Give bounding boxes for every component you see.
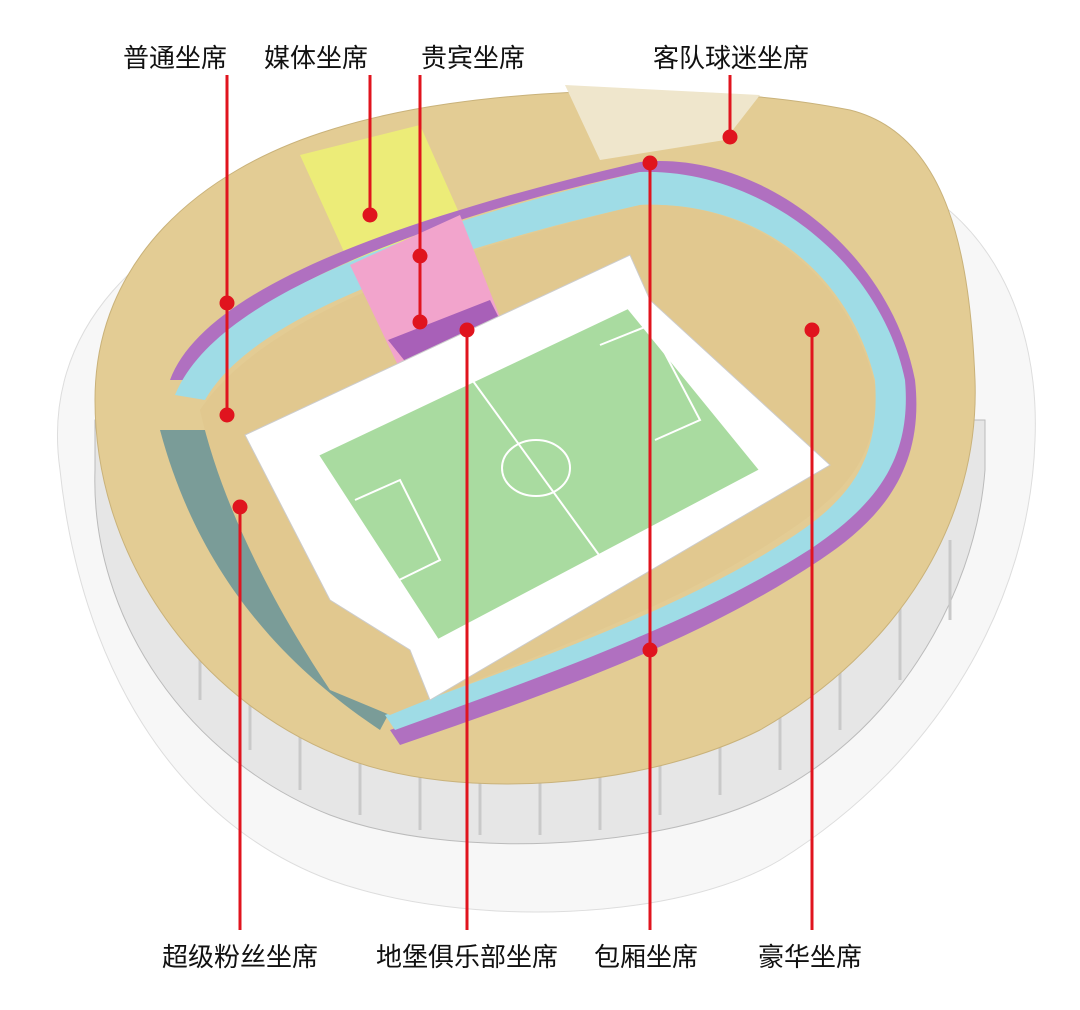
marker-dot [722, 129, 738, 145]
marker-dot [219, 295, 235, 311]
label-luxury-seats: 豪华坐席 [757, 943, 863, 973]
label-super-fan-seats: 超级粉丝坐席 [161, 943, 319, 973]
marker-dot [459, 322, 475, 338]
label-away-fan-seats: 客队球迷坐席 [652, 44, 810, 74]
marker-dot [412, 314, 428, 330]
marker-dot [219, 407, 235, 423]
label-regular-seats: 普通坐席 [122, 44, 228, 74]
marker-dot [804, 322, 820, 338]
label-media-seats: 媒体坐席 [263, 44, 369, 74]
marker-dot [412, 248, 428, 264]
luxury-seats-ring [175, 171, 906, 730]
marker-dot [642, 642, 658, 658]
away-fan-seats-section [565, 85, 760, 160]
box-seats-ring [170, 161, 917, 746]
marker-dot [642, 155, 658, 171]
marker-dot [362, 207, 378, 223]
label-bunker-club-seats: 地堡俱乐部坐席 [375, 943, 559, 973]
marker-dot [232, 499, 248, 515]
label-vip-seats: 贵宾坐席 [420, 44, 526, 74]
pitch-markings [354, 323, 702, 583]
label-box-seats: 包厢坐席 [593, 943, 699, 973]
